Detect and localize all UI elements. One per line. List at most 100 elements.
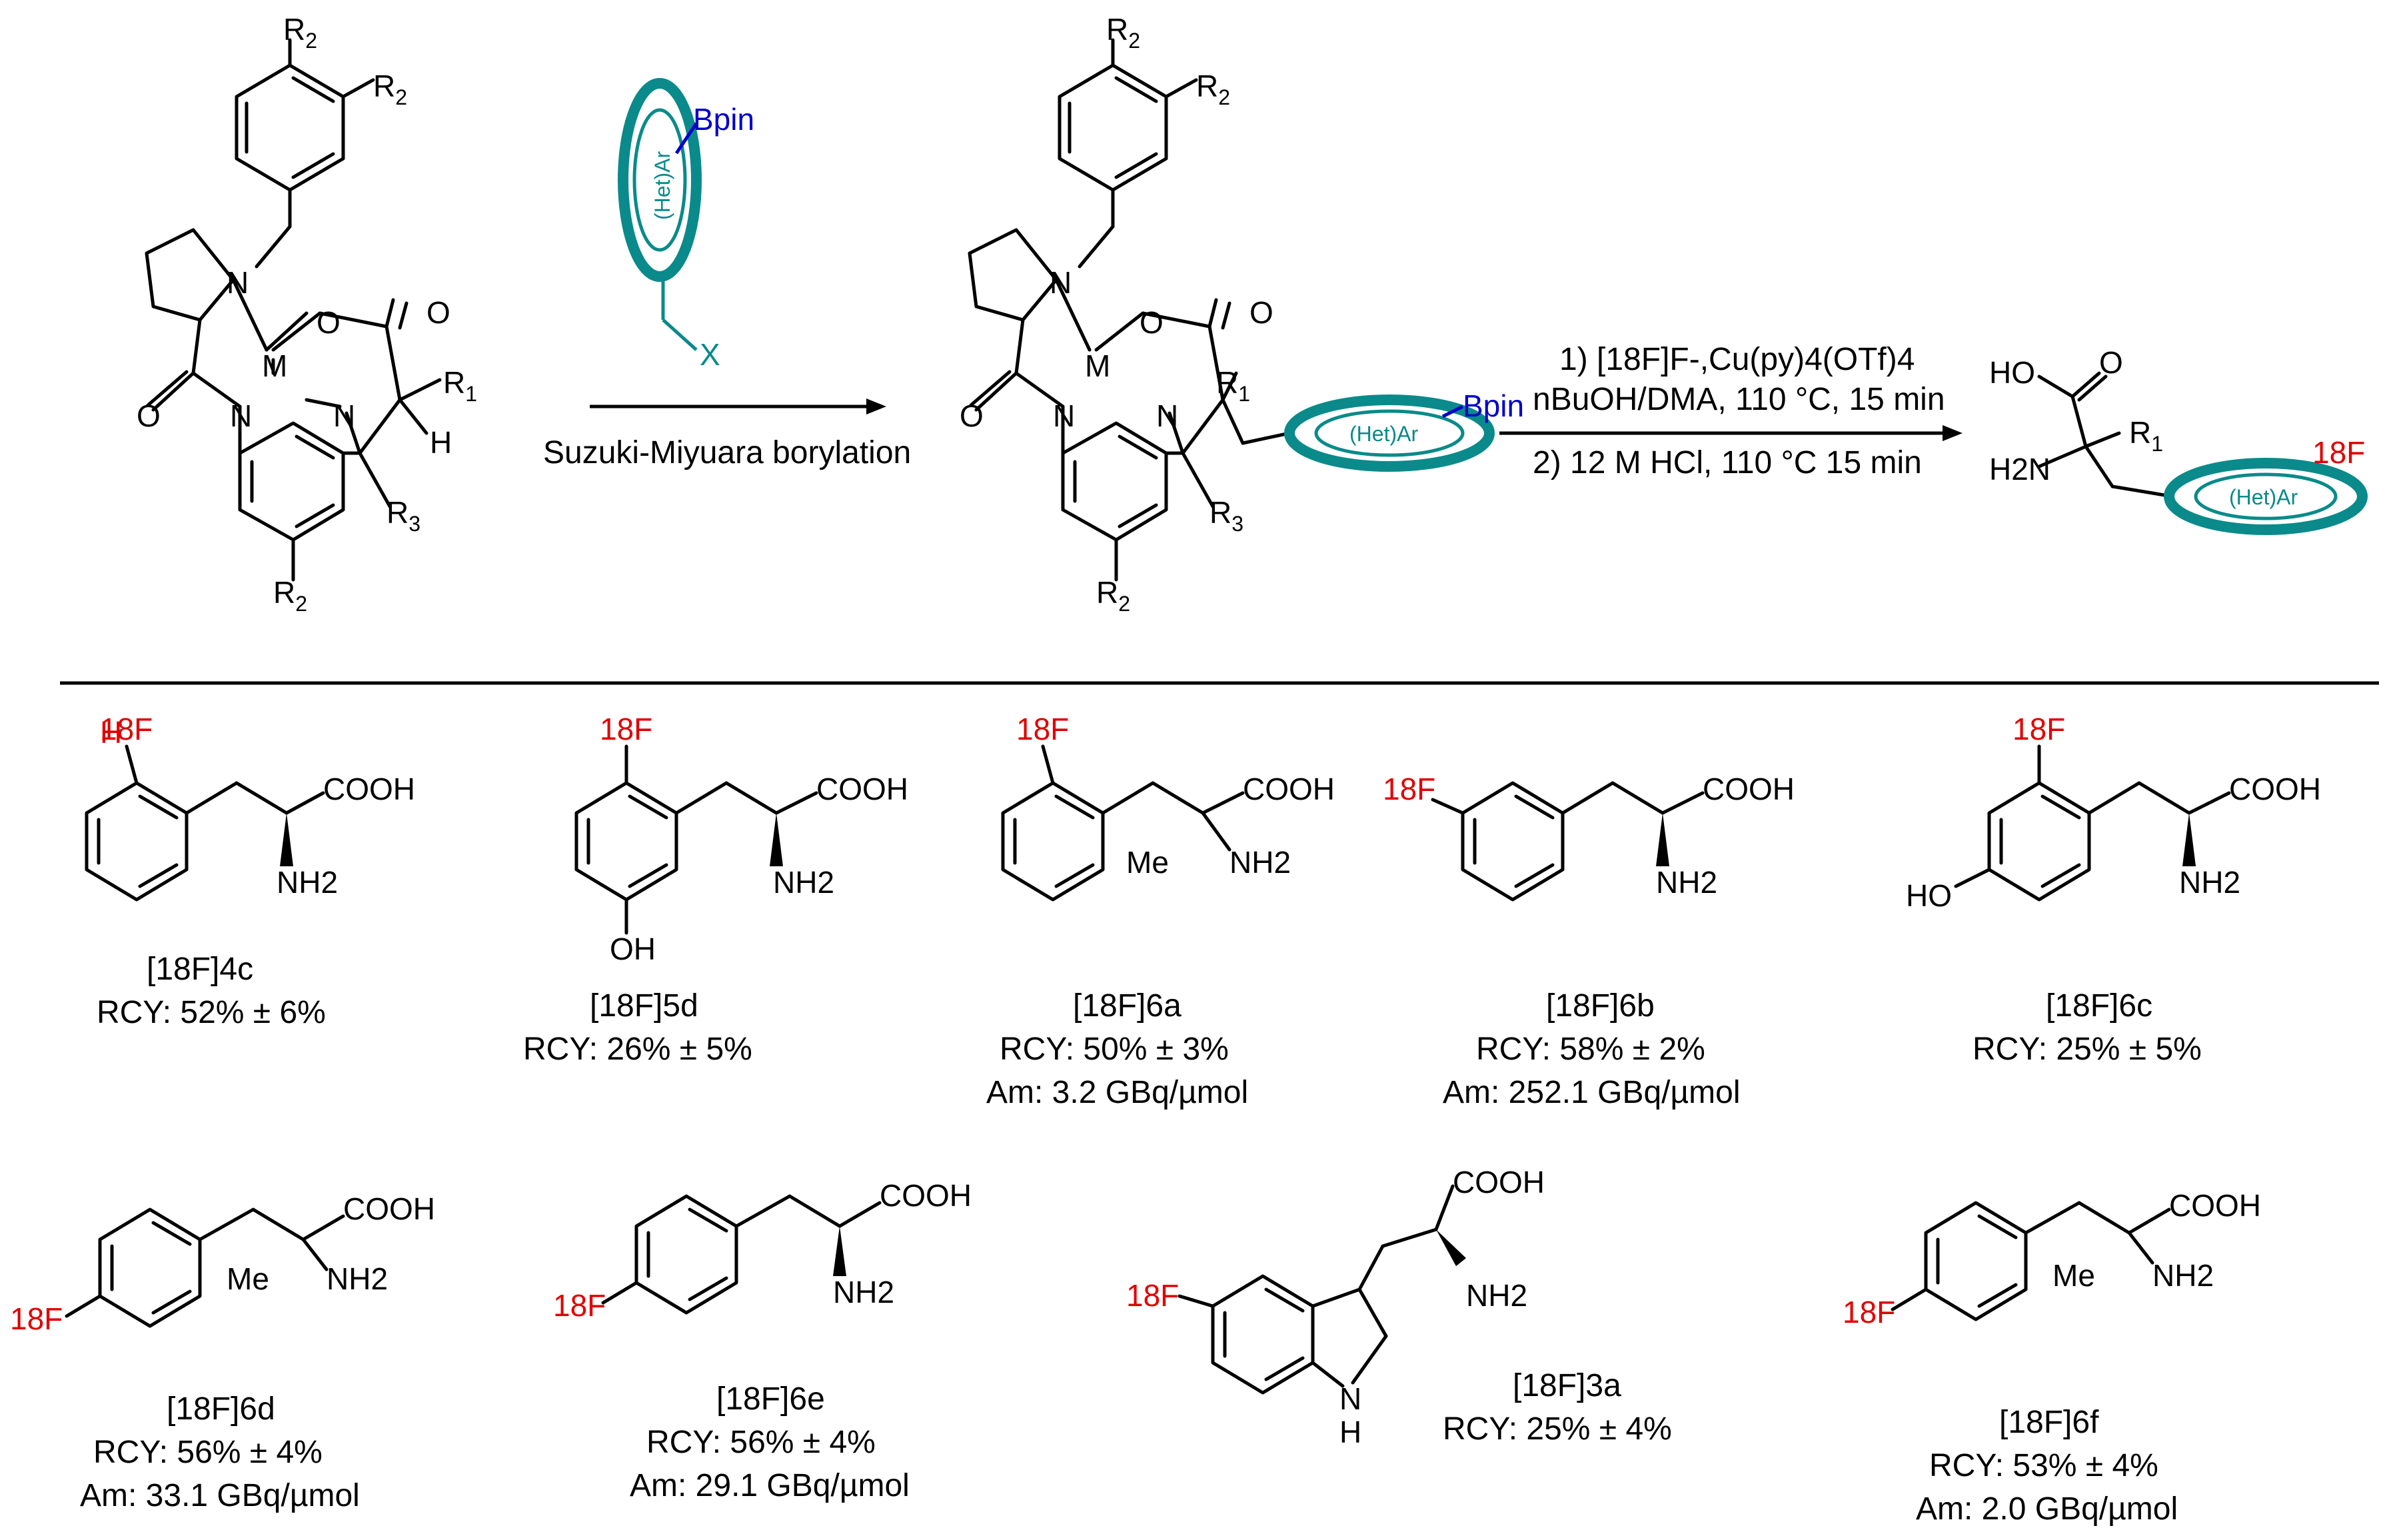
f18-labels: 18F 18F 18F 18F 18F 18F 18F 18F 18F [10, 712, 2065, 1336]
cooh-6f: COOH [2169, 1188, 2261, 1223]
f18-label-6d: 18F [10, 1301, 63, 1336]
rcy-5d: RCY: 26% ± 5% [523, 1032, 752, 1067]
o-carbonyl-label: O [426, 295, 450, 330]
metal-label: M [262, 349, 287, 383]
n-imine-label: N [333, 398, 355, 433]
label-6f: [18F]6f [1999, 1405, 2099, 1440]
compound-6c: HO COOH NH2 [18F]6c RCY: 25% ± 5% [1906, 744, 2321, 1067]
n-3a: N [1339, 1381, 1361, 1416]
o-carbonyl-label-2: O [1249, 295, 1273, 330]
o-label-2: O [1140, 305, 1164, 340]
rcy-4c: RCY: 52% ± 6% [97, 995, 326, 1030]
label-4c: [18F]4c [147, 952, 253, 987]
rcy-6d: RCY: 56% ± 4% [93, 1435, 323, 1470]
arrow-step1: Suzuki-Miyuara borylation [543, 398, 911, 470]
cooh-6d: COOH [343, 1191, 435, 1226]
rcy-6e: RCY: 56% ± 4% [646, 1425, 876, 1460]
cooh-3a: COOH [1453, 1165, 1545, 1199]
f18-label-6e: 18F [553, 1288, 606, 1323]
rcy-6f: RCY: 53% ± 4% [1929, 1448, 2158, 1483]
rcy-6c: RCY: 25% ± 5% [1973, 1032, 2202, 1067]
am-6f: Am: 2.0 GBq/µmol [1916, 1491, 2178, 1527]
compound-4c: H COOH NH2 [18F]4c RCY: 52% ± 6% [85, 715, 415, 1030]
cooh-5d: COOH [816, 772, 908, 806]
n-pyrrolidine-2: N [1050, 265, 1072, 300]
n-imine-label-2: N [1156, 398, 1178, 433]
compound-3a: N H COOH NH2 [18F]3a RCY: 25% ± 4% [1178, 1165, 1672, 1449]
r1-label-2: R1 [1216, 365, 1250, 406]
starting-complex: R2 R2 N M O O O N N R1 H R3 R2 [137, 12, 477, 616]
f18-label-6c: 18F [2012, 712, 2065, 746]
am-6d: Am: 33.1 GBq/µmol [80, 1478, 360, 1513]
product-r1: R1 [2129, 415, 2163, 456]
compound-6e: COOH NH2 [18F]6e RCY: 56% ± 4% Am: 29.1 … [601, 1178, 972, 1503]
label-6e: [18F]6e [716, 1381, 825, 1417]
f18-label-5d: 18F [600, 712, 652, 746]
bpin-reagent-label: Bpin [693, 102, 754, 137]
compound-6b: COOH NH2 [18F]6b RCY: 58% ± 2% Am: 252.1… [1431, 772, 1795, 1110]
compound-6f: COOH NH2 Me [18F]6f RCY: 53% ± 4% Am: 2.… [1891, 1188, 2261, 1527]
r2-top-label: R2 [283, 12, 317, 53]
n-amide-label: N [230, 398, 252, 433]
f18-label-6f: 18F [1843, 1295, 1895, 1329]
n-amide-label-2: N [1053, 398, 1075, 433]
bpin-intermediate-label: Bpin [1463, 388, 1524, 423]
label-5d: [18F]5d [590, 988, 698, 1024]
r3-label: R3 [387, 495, 420, 536]
product-h2n: H2N [1989, 452, 2050, 486]
nh2-3a: NH2 [1466, 1278, 1527, 1313]
f18-label-3a: 18F [1126, 1278, 1179, 1313]
compound-5d: OH COOH NH2 [18F]5d RCY: 26% ± 5% [523, 744, 908, 1067]
nh2-6e: NH2 [833, 1275, 894, 1309]
oh-5d: OH [610, 932, 656, 966]
product-amino-acid: HO O H2N R1 (Het)Ar 18F [1989, 345, 2368, 535]
me-6a: Me [1126, 845, 1169, 880]
rcy-6b: RCY: 58% ± 2% [1476, 1032, 1705, 1067]
nh2-5d: NH2 [773, 865, 834, 900]
step2-line1: 1) [18F]F-,Cu(py)4(OTf)4 [1559, 342, 1915, 377]
rcy-3a: RCY: 25% ± 4% [1443, 1411, 1672, 1447]
product-f18: 18F [2312, 435, 2365, 470]
intermediate-complex: R2 R2 N M O O O N N R1 R3 R2 (Het)Ar Bpi… [960, 12, 1524, 616]
h-label: H [430, 425, 452, 460]
cooh-6b: COOH [1703, 772, 1795, 806]
metal-label-2: M [1085, 349, 1110, 383]
step2-line3: 2) 12 M HCl, 110 °C 15 min [1533, 445, 1922, 480]
label-6c: [18F]6c [2046, 988, 2152, 1024]
label-3a: [18F]3a [1513, 1368, 1621, 1403]
r2-bottom-label-2: R2 [1096, 575, 1130, 616]
me-6d: Me [227, 1261, 269, 1296]
o-amide-label: O [137, 398, 161, 433]
r2-side-label: R2 [373, 69, 407, 109]
cooh-4c: COOH [323, 772, 415, 806]
label-6d: [18F]6d [167, 1391, 275, 1427]
f18-label-6b: 18F [1383, 772, 1435, 806]
am-6e: Am: 29.1 GBq/µmol [630, 1468, 910, 1503]
cooh-6a: COOH [1243, 772, 1335, 806]
hetar-label-product: (Het)Ar [2229, 485, 2298, 509]
borylation-reagent: (Het)Ar Bpin X [618, 78, 754, 372]
r2-bottom-label: R2 [273, 575, 307, 616]
cooh-6c: COOH [2229, 772, 2321, 806]
ho-6c: HO [1906, 878, 1952, 913]
r2-top-label-2: R2 [1106, 12, 1140, 53]
n-pyrrolidine: N [227, 265, 249, 300]
f18-label-4c: 18F [100, 712, 153, 746]
compound-6d: COOH NH2 Me [18F]6d RCY: 56% ± 4% Am: 33… [65, 1191, 435, 1513]
nh2-4c: NH2 [277, 865, 338, 900]
label-6a: [18F]6a [1073, 988, 1182, 1024]
cooh-6e: COOH [880, 1178, 972, 1213]
rcy-6a: RCY: 50% ± 3% [1000, 1032, 1229, 1067]
label-6b: [18F]6b [1546, 988, 1655, 1024]
nh2-6a: NH2 [1229, 845, 1291, 880]
hetar-label-2: (Het)Ar [1349, 422, 1418, 446]
nh2-6c: NH2 [2179, 865, 2240, 900]
nh2-6b: NH2 [1656, 865, 1717, 900]
r3-label-2: R3 [1209, 495, 1243, 536]
am-6b: Am: 252.1 GBq/µmol [1443, 1075, 1741, 1110]
step2-line2: nBuOH/DMA, 110 °C, 15 min [1533, 382, 1945, 417]
r1-label: R1 [443, 365, 477, 406]
x-label: X [700, 337, 720, 372]
f18-label-6a: 18F [1016, 712, 1069, 746]
